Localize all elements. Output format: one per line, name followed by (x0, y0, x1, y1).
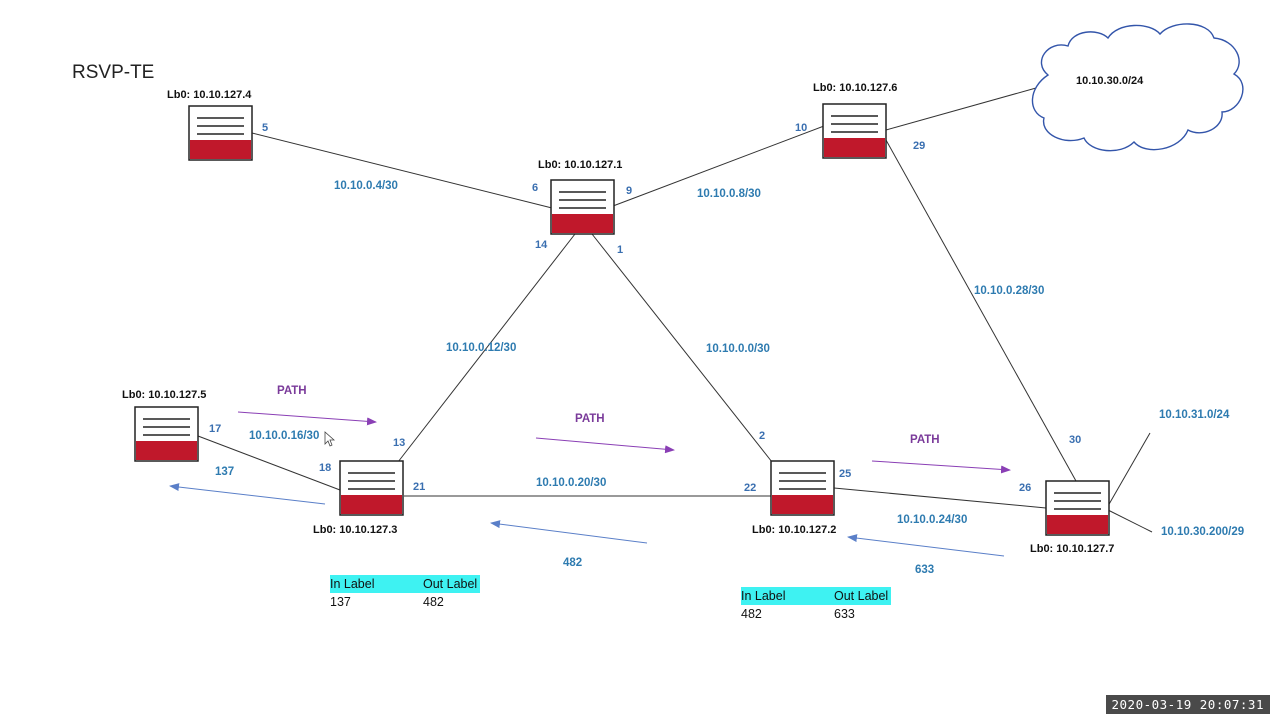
port-label: 2 (759, 430, 766, 442)
router-label-r3: Lb0: 10.10.127.3 (313, 524, 398, 536)
subnet-label: 10.10.0.0/30 (706, 343, 770, 355)
in-label-value: 137 (330, 594, 351, 609)
page-title: RSVP-TE (72, 62, 155, 83)
label-table-row: 137 482 (330, 593, 480, 610)
mouse-cursor-icon (324, 431, 336, 447)
path-label: PATH (910, 434, 940, 446)
subnet-label: 10.10.0.24/30 (897, 514, 968, 526)
out-label-value: 633 (834, 606, 855, 621)
resv-label: 137 (215, 466, 235, 478)
path-label: PATH (575, 413, 605, 425)
link-r5-r3 (197, 435, 341, 491)
link-r6-r7 (885, 139, 1077, 482)
router-icon-r4[interactable] (188, 105, 253, 161)
port-label: 1 (617, 244, 624, 256)
subnet-label: 10.10.30.200/29 (1161, 526, 1245, 538)
subnet-label: 10.10.0.12/30 (446, 342, 517, 354)
label-table-r3: In Label Out Label 137 482 (330, 575, 480, 610)
resv-label: 633 (915, 564, 935, 576)
subnet-label: 10.10.0.8/30 (697, 188, 761, 200)
subnet-label: 10.10.31.0/24 (1159, 409, 1230, 421)
subnet-label: 10.10.0.16/30 (249, 430, 320, 442)
out-label-value: 482 (423, 594, 444, 609)
router-label-r5: Lb0: 10.10.127.5 (122, 389, 207, 401)
subnet-label: 10.10.0.4/30 (334, 180, 398, 192)
subnet-label: 10.10.0.20/30 (536, 477, 607, 489)
link-r1-r2 (591, 233, 773, 463)
timestamp-overlay: 2020-03-19 20:07:31 (1105, 695, 1270, 714)
router-icon-r5[interactable] (134, 406, 199, 462)
port-label: 14 (535, 239, 548, 251)
path-arrow-3 (871, 460, 1011, 474)
label-table-r2: In Label Out Label 482 633 (741, 587, 891, 622)
in-label-value: 482 (741, 606, 762, 621)
in-label-header: In Label (741, 589, 786, 603)
port-label: 17 (209, 423, 222, 435)
port-label: 5 (262, 122, 269, 134)
out-label-header: Out Label (423, 577, 478, 591)
out-label-header: Out Label (834, 589, 889, 603)
resv-arrow-2 (490, 520, 648, 544)
router-icon-r1[interactable] (550, 179, 615, 235)
label-table-row: 482 633 (741, 605, 891, 622)
in-label-header: In Label (330, 577, 375, 591)
link-r1-r3 (397, 233, 576, 463)
cloud-icon (1031, 23, 1244, 152)
link-r7-net31 (1107, 432, 1151, 507)
link-r7-net200 (1107, 509, 1153, 533)
port-label: 22 (744, 482, 757, 494)
router-label-r4: Lb0: 10.10.127.4 (167, 89, 252, 101)
path-arrow-2 (535, 437, 675, 454)
resv-label: 482 (563, 557, 583, 569)
port-label: 21 (413, 481, 426, 493)
label-table-header: In Label Out Label (330, 575, 480, 593)
link-r1-r6 (612, 125, 825, 207)
resv-arrow-3 (847, 534, 1005, 557)
port-label: 13 (393, 437, 406, 449)
router-label-r1: Lb0: 10.10.127.1 (538, 159, 623, 171)
port-label: 25 (839, 468, 852, 480)
label-table-header: In Label Out Label (741, 587, 891, 605)
port-label: 30 (1069, 434, 1082, 446)
port-label: 29 (913, 140, 926, 152)
path-arrow-1 (237, 411, 377, 426)
port-label: 26 (1019, 482, 1032, 494)
subnet-label: 10.10.0.28/30 (974, 285, 1045, 297)
router-icon-r2[interactable] (770, 460, 835, 516)
cloud-network-label: 10.10.30.0/24 (1076, 75, 1144, 87)
router-icon-r3[interactable] (339, 460, 404, 516)
port-label: 9 (626, 185, 633, 197)
port-label: 6 (532, 182, 539, 194)
router-label-r6: Lb0: 10.10.127.6 (813, 82, 898, 94)
link-r4-r1 (251, 132, 553, 209)
port-label: 18 (319, 462, 332, 474)
path-label: PATH (277, 385, 307, 397)
links (197, 87, 1153, 533)
router-label-r2: Lb0: 10.10.127.2 (752, 524, 837, 536)
router-icon-r6[interactable] (822, 103, 887, 159)
router-icon-r7[interactable] (1045, 480, 1110, 536)
link-r2-r7 (833, 487, 1047, 509)
link-r6-cloud (885, 87, 1037, 131)
resv-arrow-1 (169, 483, 326, 505)
router-label-r7: Lb0: 10.10.127.7 (1030, 543, 1115, 555)
port-label: 10 (795, 122, 808, 134)
